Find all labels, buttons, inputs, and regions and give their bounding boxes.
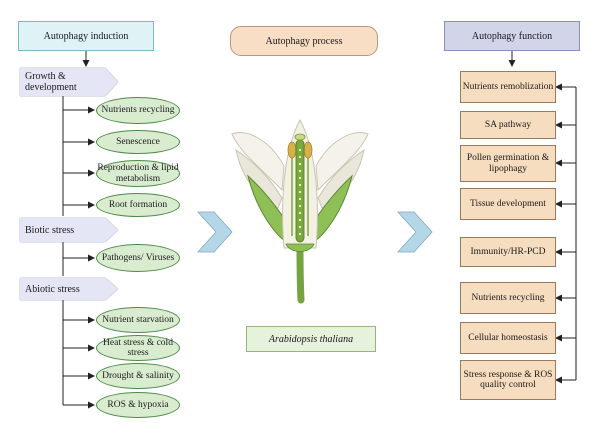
induction-oval-nutrient-starvation: Nutrient starvation <box>96 307 180 333</box>
function-tree-lines <box>555 83 577 384</box>
arabidopsis-flower-illustration <box>231 118 369 304</box>
induction-tree-lines <box>62 96 95 409</box>
function-box-immunity-hr-pcd: Immunity/HR-PCD <box>460 237 556 267</box>
left-chevron-arrow <box>197 211 233 253</box>
induction-oval-drought-salinity: Drought & salinity <box>96 363 180 389</box>
induction-oval-heat-cold-stress: Heat stress & cold stress <box>96 335 180 361</box>
function-box-pollen-germination: Pollen germination & lipophagy <box>460 145 556 182</box>
category-biotic-label: Biotic stress <box>20 218 118 242</box>
induction-oval-root-formation: Root formation <box>96 193 180 217</box>
category-growth-label: Growth & development <box>20 68 118 96</box>
induction-oval-pathogens-viruses: Pathogens/ Viruses <box>96 244 180 272</box>
function-box-nutrients-remobilization: Nutrients remoblization <box>460 71 556 103</box>
right-chevron-arrow <box>397 211 433 253</box>
function-box-cellular-homeostasis: Cellular homeostasis <box>460 322 556 354</box>
induction-oval-ros-hypoxia: ROS & hypoxia <box>96 392 180 418</box>
category-abiotic-label: Abiotic stress <box>20 278 118 300</box>
species-label-box: Arabidopsis thaliana <box>246 326 376 352</box>
induction-oval-reproduction-lipid: Reproduction & lipid metabolism <box>96 160 180 187</box>
function-box-sa-pathway: SA pathway <box>460 111 556 139</box>
autophagy-process-header: Autophagy process <box>230 26 378 56</box>
induction-oval-senescence: Senescence <box>96 130 180 154</box>
category-abiotic-stress: Abiotic stress <box>20 278 118 300</box>
induction-oval-nutrients-recycling: Nutrients recycling <box>96 97 180 124</box>
function-box-nutrients-recycling: Nutrients recycling <box>460 282 556 314</box>
function-box-stress-response-ros: Stress response & ROS quality control <box>460 360 556 400</box>
function-box-tissue-development: Tissue development <box>460 188 556 220</box>
autophagy-induction-header: Autophagy induction <box>18 21 154 51</box>
category-biotic-stress: Biotic stress <box>20 218 118 242</box>
autophagy-function-header: Autophagy function <box>444 21 580 51</box>
category-growth-development: Growth & development <box>20 68 118 96</box>
